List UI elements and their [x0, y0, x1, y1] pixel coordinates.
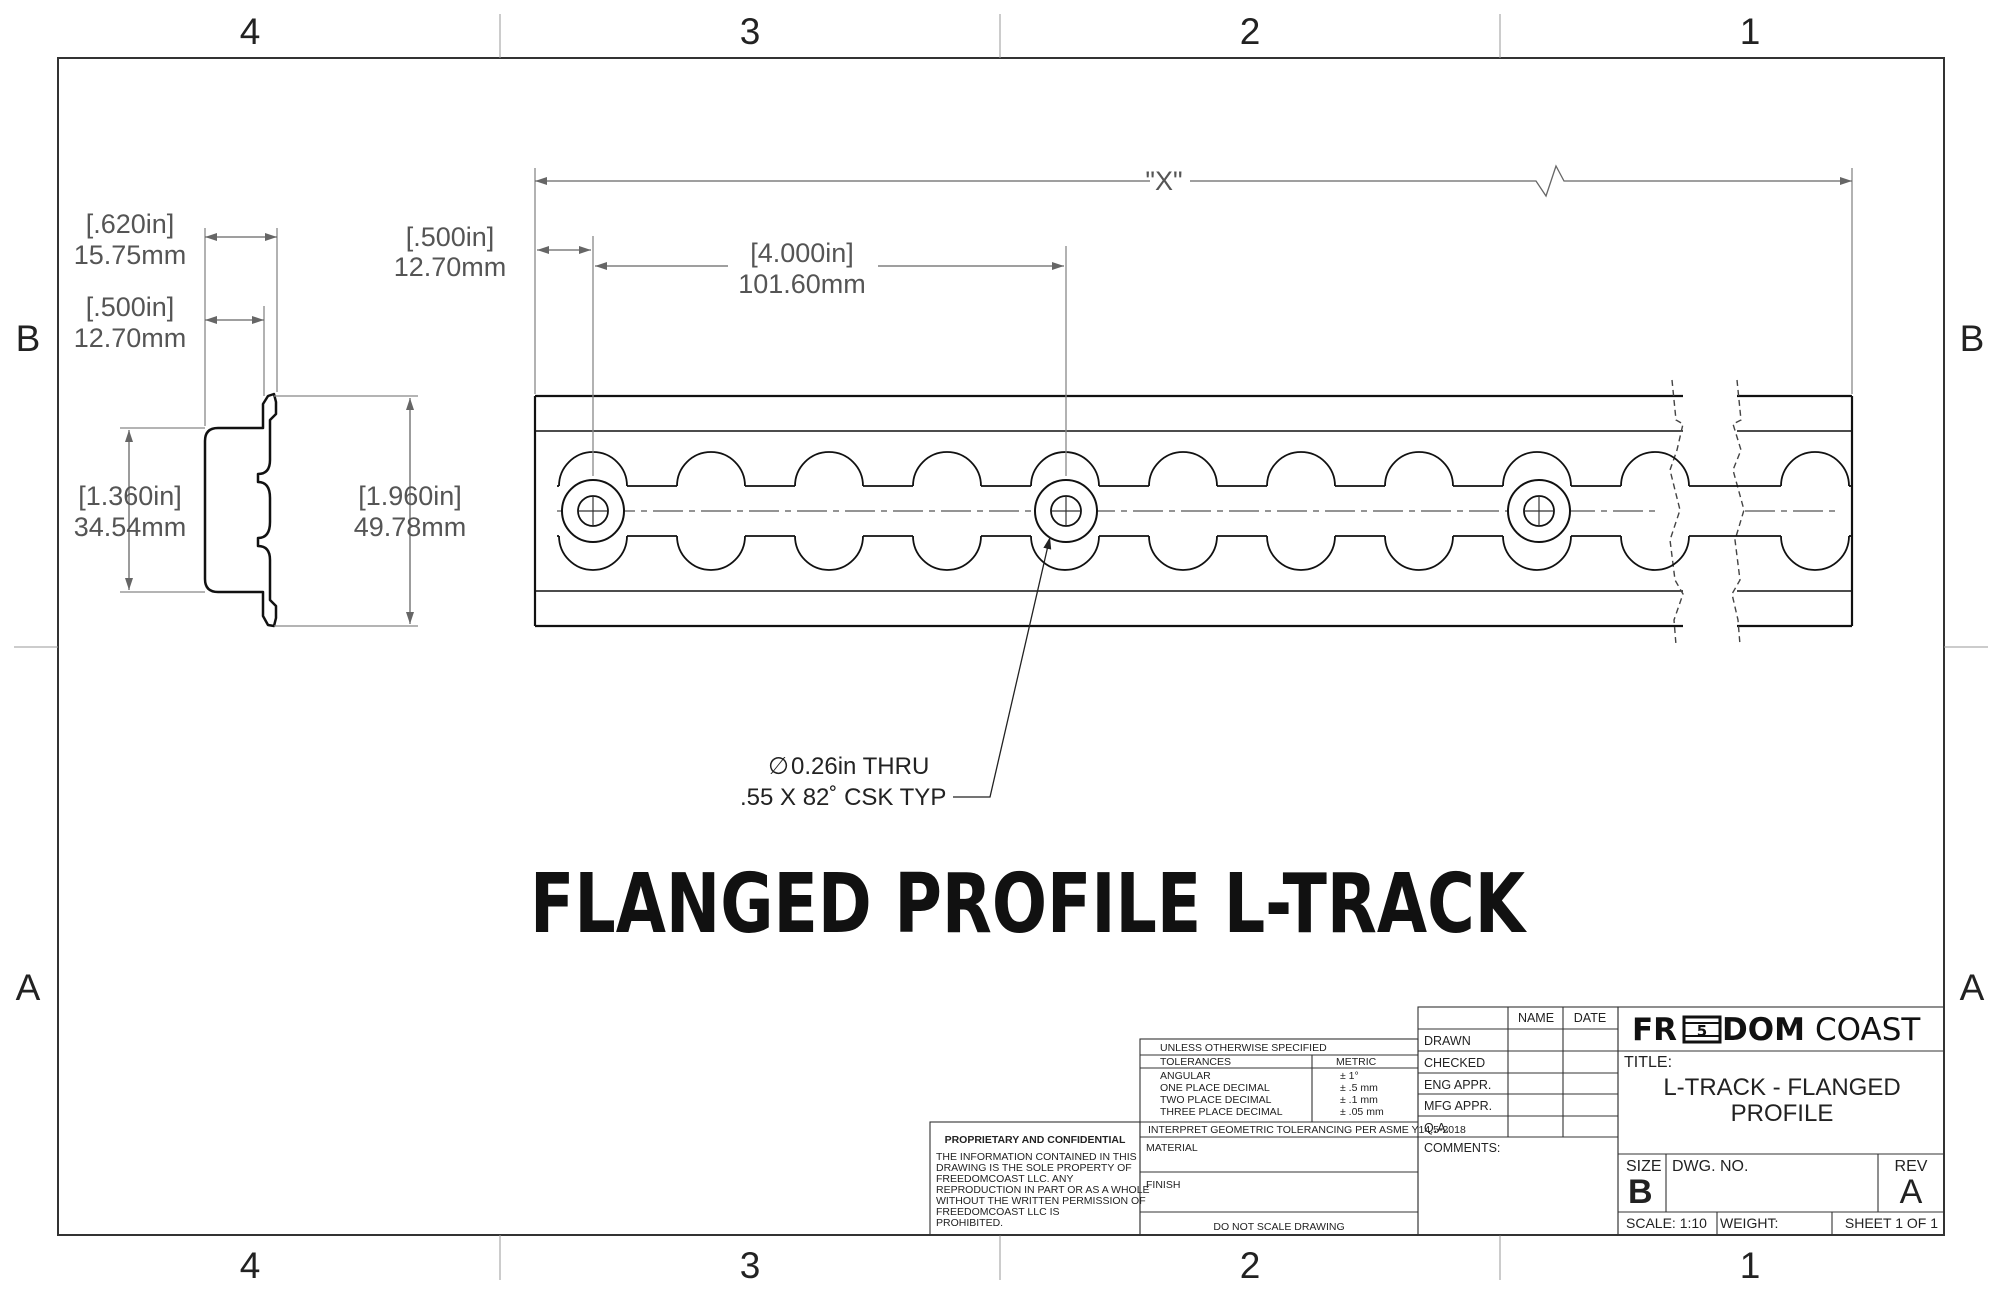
tolerance-angular-value: ± 1° [1340, 1070, 1359, 1082]
rev-value: A [1900, 1173, 1923, 1211]
title-line2: PROFILE [1731, 1100, 1834, 1127]
zone-labels: 4 3 2 1 4 3 2 1 B A B A [16, 11, 1985, 1286]
dim-overall-length-label: "X" [1145, 166, 1182, 196]
dim-flange-width-mm: 15.75mm [74, 240, 187, 270]
tolerance-three-place-label: THREE PLACE DECIMAL [1160, 1106, 1283, 1118]
profile-view [120, 228, 418, 628]
zone-col-1-top: 1 [1740, 11, 1761, 52]
metric-label: METRIC [1336, 1056, 1377, 1068]
slot-scallops-bottom [558, 535, 1850, 571]
proprietary-heading: PROPRIETARY AND CONFIDENTIAL [945, 1134, 1126, 1146]
logo-flag-mark: 5 [1682, 1015, 1722, 1044]
break-line-left [1669, 379, 1684, 646]
row-drawn: DRAWN [1424, 1034, 1471, 1048]
logo-text-fr: FR [1632, 1012, 1677, 1048]
scale-label: SCALE: 1:10 [1626, 1215, 1707, 1231]
row-qa: Q.A. [1424, 1121, 1449, 1135]
gdt-note: INTERPRET GEOMETRIC TOLERANCING PER ASME… [1148, 1124, 1466, 1136]
dim-edge-to-hole-inch: [.500in] [406, 222, 495, 252]
dim-hole-spacing-inch: [4.000in] [750, 238, 854, 268]
diameter-symbol: ∅ [768, 753, 789, 780]
size-value: B [1628, 1173, 1653, 1211]
zone-col-3-top: 3 [740, 11, 761, 52]
zone-col-1-bottom: 1 [1740, 1245, 1761, 1286]
mounting-hole [1507, 479, 1571, 543]
row-mfg-appr: MFG APPR. [1424, 1099, 1492, 1113]
zone-col-2-top: 2 [1240, 11, 1261, 52]
row-eng-appr: ENG APPR. [1424, 1078, 1491, 1092]
zone-row-a-left: A [16, 967, 41, 1008]
hole-callout-line1: 0.26in THRU [791, 753, 929, 780]
track-dimensions [534, 164, 1853, 798]
logo-mark-digit: 5 [1697, 1022, 1707, 1040]
zone-col-2-bottom: 2 [1240, 1245, 1261, 1286]
break-line-right [1731, 379, 1745, 646]
dim-flange-width-inch: [.620in] [86, 209, 175, 239]
profile-dimensions: [.620in] 15.75mm [.500in] 12.70mm [1.360… [74, 209, 467, 542]
dim-inner-height-mm: 34.54mm [74, 512, 187, 542]
zone-col-4-bottom: 4 [240, 1245, 261, 1286]
zone-row-a-right: A [1960, 967, 1985, 1008]
proprietary-line: REPRODUCTION IN PART OR AS A WHOLE [936, 1184, 1150, 1196]
tolerance-one-place-label: ONE PLACE DECIMAL [1160, 1082, 1270, 1094]
mounting-hole [561, 479, 625, 543]
zone-col-4-top: 4 [240, 11, 261, 52]
tolerances-label: TOLERANCES [1160, 1056, 1231, 1068]
proprietary-line: WITHOUT THE WRITTEN PERMISSION OF [936, 1195, 1146, 1207]
slot-scallops-top [558, 451, 1850, 487]
drawing-title: FLANGED PROFILE L-TRACK [530, 857, 1528, 952]
profile-outline [203, 392, 278, 628]
tolerance-three-place-value: ± .05 mm [1340, 1106, 1384, 1118]
hole-callout-leader [953, 536, 1052, 798]
do-not-scale: DO NOT SCALE DRAWING [1213, 1221, 1344, 1233]
comments-label: COMMENTS: [1424, 1141, 1500, 1155]
proprietary-line: THE INFORMATION CONTAINED IN THIS [936, 1151, 1137, 1163]
mounting-holes [561, 479, 1571, 543]
dim-total-height-inch: [1.960in] [358, 481, 462, 511]
title-line1: L-TRACK - FLANGED [1663, 1074, 1900, 1101]
logo-text-dom: DOM [1722, 1012, 1805, 1048]
unless-specified: UNLESS OTHERWISE SPECIFIED [1160, 1042, 1327, 1054]
proprietary-notice: THE INFORMATION CONTAINED IN THISDRAWING… [936, 1151, 1150, 1229]
finish-label: FINISH [1146, 1179, 1180, 1191]
tolerance-one-place-value: ± .5 mm [1340, 1082, 1378, 1094]
col-date-header: DATE [1574, 1011, 1606, 1025]
zone-col-3-bottom: 3 [740, 1245, 761, 1286]
scalloped-slot [557, 451, 1852, 571]
dim-edge-to-hole-mm: 12.70mm [394, 252, 507, 282]
row-checked: CHECKED [1424, 1056, 1485, 1070]
title-block [929, 1006, 1945, 1236]
col-name-header: NAME [1518, 1011, 1554, 1025]
dim-hole-spacing-mm: 101.60mm [738, 269, 866, 299]
track-dimension-labels: "X" [.500in] 12.70mm [4.000in] 101.60mm … [394, 166, 1183, 811]
title-label: TITLE: [1624, 1054, 1672, 1071]
zone-row-b-right: B [1960, 318, 1985, 359]
track-view [533, 379, 1854, 646]
sheet-label: SHEET 1 OF 1 [1845, 1215, 1938, 1231]
dim-total-height-mm: 49.78mm [354, 512, 467, 542]
tolerance-two-place-label: TWO PLACE DECIMAL [1160, 1094, 1272, 1106]
logo-text-coast: COAST [1815, 1012, 1921, 1048]
material-label: MATERIAL [1146, 1142, 1198, 1154]
weight-label: WEIGHT: [1720, 1215, 1778, 1231]
tolerance-angular-label: ANGULAR [1160, 1070, 1211, 1082]
rev-label: REV [1895, 1158, 1928, 1175]
proprietary-line: FREEDOMCOAST LLC. ANY [936, 1173, 1074, 1185]
title-block-text: FR 5 DOM COAST NAME DATE DRAWN CHECKED E… [936, 1011, 1938, 1233]
dim-inner-height-inch: [1.360in] [78, 481, 182, 511]
size-label: SIZE [1626, 1158, 1662, 1175]
proprietary-line: PROHIBITED. [936, 1217, 1003, 1229]
zone-row-b-left: B [16, 318, 41, 359]
mounting-hole [1034, 479, 1098, 543]
dwg-no-label: DWG. NO. [1672, 1158, 1748, 1175]
tolerance-two-place-value: ± .1 mm [1340, 1094, 1378, 1106]
hole-callout-line2: .55 X 82˚ CSK TYP [740, 784, 946, 811]
dim-body-width-inch: [.500in] [86, 292, 175, 322]
proprietary-line: DRAWING IS THE SOLE PROPERTY OF [936, 1162, 1132, 1174]
proprietary-line: FREEDOMCOAST LLC IS [936, 1206, 1060, 1218]
dim-body-width-mm: 12.70mm [74, 323, 187, 353]
